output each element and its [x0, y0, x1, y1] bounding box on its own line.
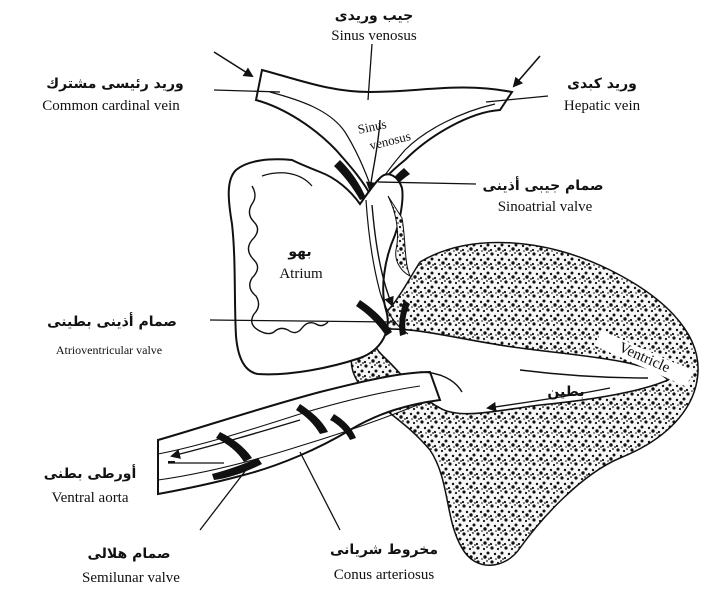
common-cardinal-vein-label-ar: وريد رئيسى مشترك	[20, 76, 210, 93]
conus-arteriosus-label-ar: مخروط شريانى	[318, 542, 450, 559]
atrium-label-en: Atrium	[266, 266, 336, 283]
atrium-label-ar: بهو	[280, 244, 320, 261]
ventral-aorta-label-en: Ventral aorta	[26, 490, 154, 507]
semilunar-valve-label-en: Semilunar valve	[62, 570, 200, 587]
hepatic-vein-label-ar: وريد كبدى	[552, 76, 652, 93]
sinus-venosus-label-en: Sinus venosus	[302, 28, 446, 45]
conus-arteriosus-label-en: Conus arteriosus	[304, 567, 464, 584]
atrioventricular-valve-label-en: Atrioventricular valve	[12, 342, 206, 359]
sinoatrial-valve-label-en: Sinoatrial valve	[480, 199, 610, 216]
atrioventricular-valve-label-ar: صمام أذينى بطينى	[22, 314, 202, 331]
ventral-aorta-label-ar: أورطى بطنى	[34, 466, 146, 483]
sinus-venosus-label-ar: جيب وريدى	[322, 8, 426, 25]
hepatic-vein-label-en: Hepatic vein	[546, 98, 658, 115]
common-cardinal-vein-label-en: Common cardinal vein	[8, 98, 214, 115]
ventricle-label-ar: بطين	[536, 384, 596, 401]
sinoatrial-valve-label-ar: صمام جيبى أذينى	[468, 178, 618, 195]
semilunar-valve-label-ar: صمام هلالى	[74, 546, 184, 563]
